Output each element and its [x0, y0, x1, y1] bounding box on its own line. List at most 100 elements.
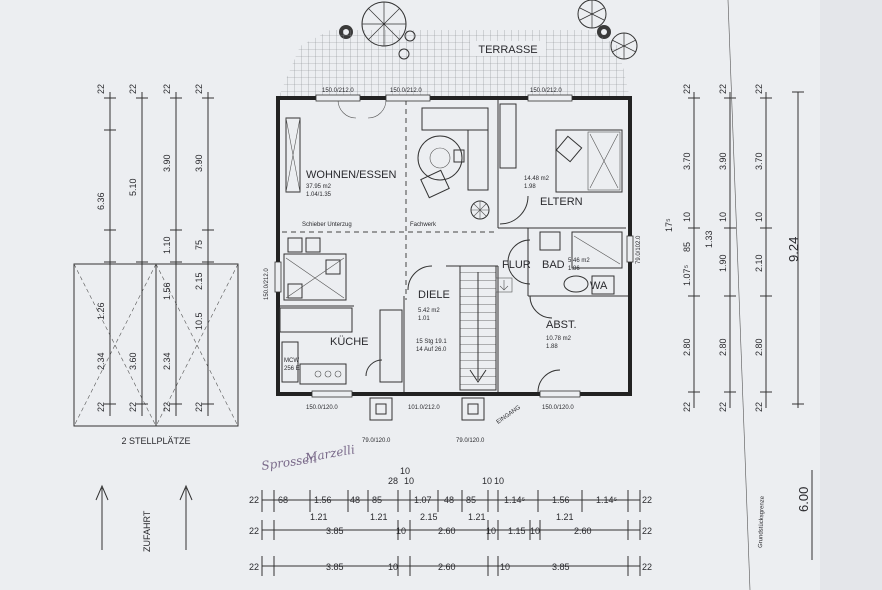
dim-row2-1: 3.85	[326, 526, 344, 536]
room-area-eltern: 14.48 m2	[524, 176, 550, 182]
dim-left-d-3: 75	[194, 240, 204, 250]
wardrobe	[499, 103, 517, 169]
chair-icon	[398, 30, 416, 60]
dim-row2-6: 10	[530, 526, 540, 536]
dim-left-d-0: 22	[194, 84, 204, 94]
dim-bottom-right: 6.00	[796, 487, 811, 512]
dim-left-c-3: 1.10	[162, 236, 172, 254]
opening-top-3: 150.0/212.0	[530, 88, 562, 94]
dim-right-c-3: 2.10	[754, 254, 764, 272]
stair-label-2: 14 Auf 26.0	[416, 347, 447, 353]
dim-left-b-0: 22	[128, 84, 138, 94]
windows	[274, 94, 634, 398]
dim-right-a-8: 22	[682, 402, 692, 412]
beam-lines	[282, 100, 496, 300]
bottom-dimension-text: 22 68 1.56 48 85 1.07 48 85 1.14⁵ 1.56 1…	[249, 466, 652, 572]
doors	[337, 99, 561, 393]
dim-right-a-1: 3.70	[682, 152, 692, 170]
fachwerk-label: Fachwerk	[410, 222, 437, 228]
dim-right-c-0: 22	[754, 84, 764, 94]
mcw-label: MCW	[284, 358, 299, 364]
opening-right: 79.0/102.0	[636, 235, 642, 264]
dim-right-a-7: 2.80	[682, 338, 692, 356]
room-ratio-abst: 1.88	[546, 344, 558, 350]
dim-left-a-6: 22	[96, 402, 106, 412]
dim-row1-top-4: 10	[494, 476, 504, 486]
right-dimension-lines	[688, 91, 804, 408]
terrace: TERRASSE	[278, 0, 638, 98]
dim-row3-2: 10	[388, 562, 398, 572]
stair-label-1: 15 Stg 19.1	[416, 339, 447, 345]
dim-row2-7: 2.60	[574, 526, 592, 536]
dim-row1-sub-0: 1.21	[310, 512, 328, 522]
dim-row2-0: 22	[249, 526, 259, 536]
dim-row1-3: 48	[350, 495, 360, 505]
dim-row1-7: 85	[466, 495, 476, 505]
dim-row3-5: 3.85	[552, 562, 570, 572]
dim-left-b-1: 5.10	[128, 178, 138, 196]
opening-bottom-3: 150.0/120.0	[542, 405, 574, 411]
dim-row3-1: 3.85	[326, 562, 344, 572]
opening-left: 150.0/212.0	[264, 268, 270, 300]
opening-low-2: 79.0/120.0	[456, 438, 485, 444]
dim-right-b-6: 22	[718, 402, 728, 412]
dim-left-c-5: 1.56	[162, 282, 172, 300]
dim-right-c-2: 10	[754, 212, 764, 222]
room-ratio-diele: 1.01	[418, 316, 430, 322]
dim-right-b-1: 3.90	[718, 152, 728, 170]
room-label-flur: FLUR	[502, 259, 531, 271]
tree-icon	[577, 0, 638, 60]
bed	[555, 129, 623, 193]
bottom-dimension-lines	[261, 490, 641, 576]
room-area-abst: 10.78 m2	[546, 336, 572, 342]
umbrella-icon	[361, 1, 407, 47]
dim-left-d-7: 22	[194, 402, 204, 412]
dim-row1-0: 22	[249, 495, 259, 505]
dim-row3-0: 22	[249, 562, 259, 572]
opening-low-1: 79.0/120.0	[362, 438, 391, 444]
beam-label: Schiebe­r Unterzug	[302, 222, 352, 228]
dim-row1-top-2: 10	[404, 476, 414, 486]
dim-right-extra-0: 17⁵	[664, 218, 674, 232]
dim-row1-8: 1.14⁵	[504, 495, 526, 505]
dim-row3-6: 22	[642, 562, 652, 572]
dim-row3-4: 10	[500, 562, 510, 572]
dim-row1-9: 1.56	[552, 495, 570, 505]
room-area-diele: 5.42 m2	[418, 308, 440, 314]
parking-spaces	[73, 263, 239, 427]
dim-right-a-5: 1.07⁵	[682, 264, 692, 286]
parking-label: 2 STELLPLÄTZE	[121, 436, 190, 446]
room-area-wohnen: 37.95 m2	[306, 184, 332, 190]
dim-row1-4: 85	[372, 495, 382, 505]
dim-right-b-5: 2.80	[718, 338, 728, 356]
room-ratio-eltern: 1.98	[524, 184, 536, 190]
dim-left-c-1: 3.90	[162, 154, 172, 172]
dim-row1-sub-3: 1.21	[468, 512, 486, 522]
right-dimension-text: 22 3.70 10 85 1.07⁵ 2.80 22 22 3.90 10 1…	[664, 84, 801, 412]
dim-left-d-5: 2.15	[194, 272, 204, 290]
opening-bottom-2: 101.0/212.0	[408, 405, 440, 411]
staircase	[459, 265, 513, 391]
dim-right-c-6: 22	[754, 402, 764, 412]
dim-left-a-1: 6.36	[96, 192, 106, 210]
dim-right-b-3: 1.90	[718, 254, 728, 272]
dim-row1-sub-1: 1.21	[370, 512, 388, 522]
property-boundary	[727, 0, 813, 590]
driveway-arrows	[95, 484, 193, 550]
dim-left-a-5: 2.34	[96, 352, 106, 370]
dim-row2-5: 1.15	[508, 526, 526, 536]
dim-row1-5: 1.07	[414, 495, 432, 505]
dim-right-a-3: 85	[682, 242, 692, 252]
bath-fixtures	[539, 231, 623, 295]
room-label-diele: DIELE	[418, 289, 450, 301]
dim-left-c-8: 22	[162, 402, 172, 412]
dim-row2-8: 22	[642, 526, 652, 536]
opening-top-2: 150.0/212.0	[390, 88, 422, 94]
dim-left-a-3: 1.26	[96, 302, 106, 320]
dim-left-a-0: 22	[96, 84, 106, 94]
room-ratio-wohnen: 1.04/1.35	[306, 192, 332, 198]
dim-right-extra-1: 1.33	[704, 230, 714, 248]
room-ratio-bad: 1.86	[568, 266, 580, 272]
dim-row2-2: 10	[396, 526, 406, 536]
